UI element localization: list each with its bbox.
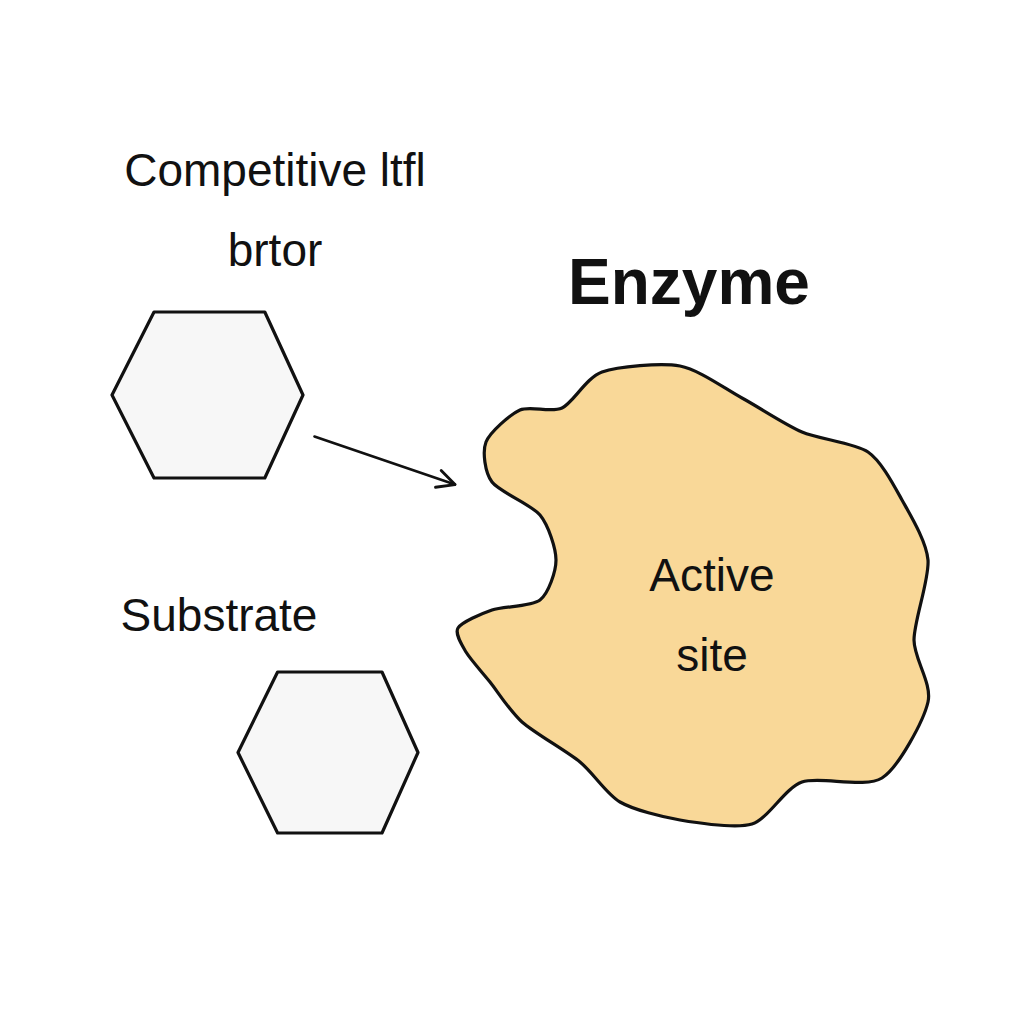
outline-path (457, 365, 929, 826)
enzyme-blob: EnzymeActive site (455, 365, 930, 825)
shape-outline (238, 672, 418, 833)
outline-path (112, 312, 303, 478)
shape-outline (112, 312, 303, 478)
node-heading: Competitive ltfl brtor (105, 130, 445, 290)
node-heading: Enzyme (489, 242, 889, 322)
outline-path (238, 672, 418, 833)
inhibitor-hexagon: Competitive ltfl brtor (112, 312, 303, 478)
substrate-hexagon: Substrate (238, 672, 418, 833)
node-heading: Substrate (59, 580, 379, 650)
active-site-label: Active site (612, 535, 812, 695)
arrow-connector (314, 437, 455, 485)
